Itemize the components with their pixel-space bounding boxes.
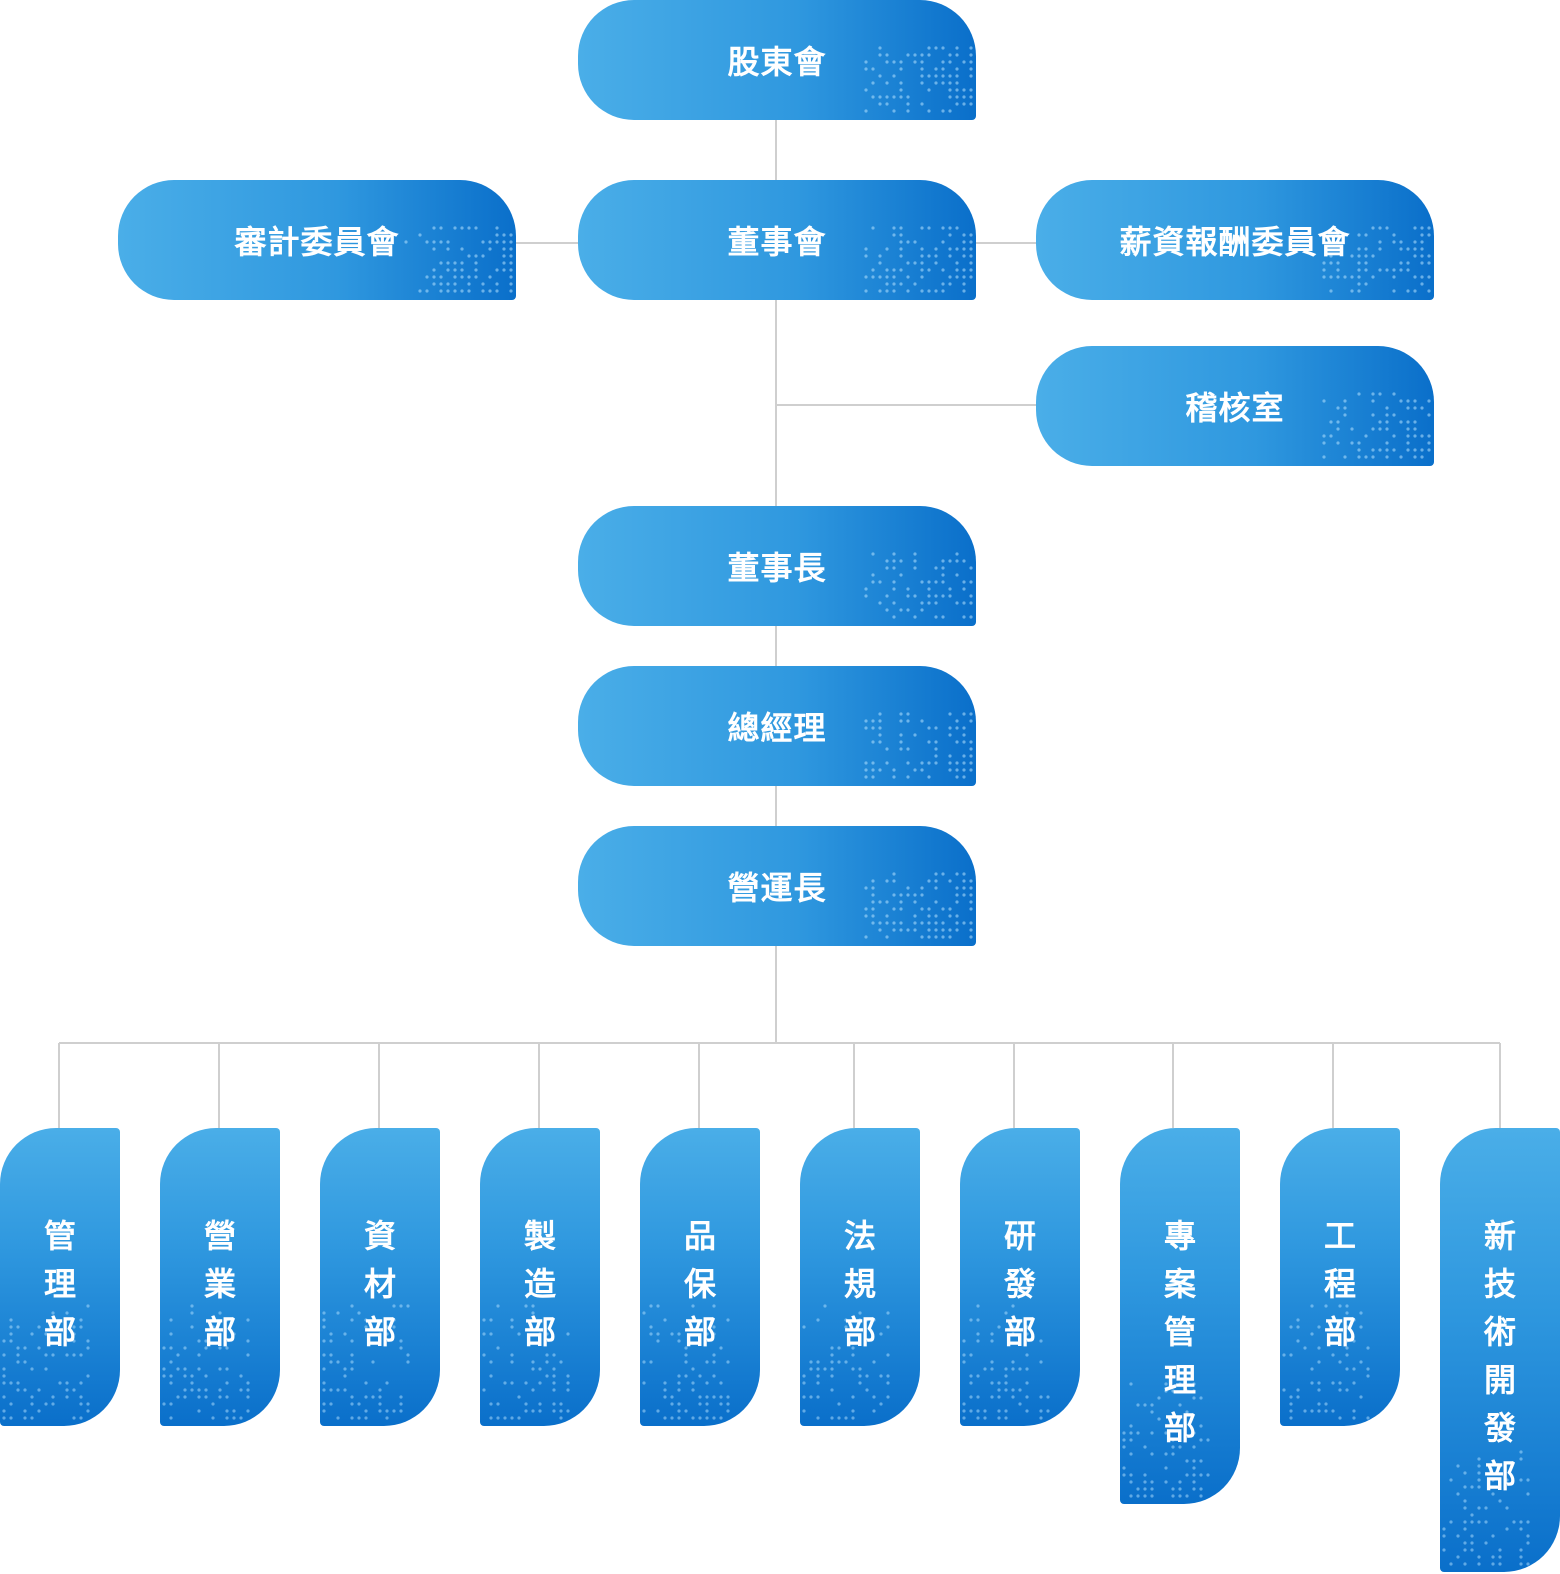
node-internal-audit: 稽核室 <box>1036 346 1434 466</box>
dept-label: 研發部 <box>1004 1217 1037 1351</box>
dept-rnd: 研發部 <box>960 1128 1080 1426</box>
node-chairman: 董事長 <box>578 506 976 626</box>
dept-label: 管理部 <box>44 1217 77 1351</box>
dept-label: 新技術開發部 <box>1484 1217 1517 1495</box>
dept-label: 營業部 <box>204 1217 237 1351</box>
node-coo: 營運長 <box>578 826 976 946</box>
dept-label: 製造部 <box>524 1217 557 1351</box>
dept-manufacturing: 製造部 <box>480 1128 600 1426</box>
dept-management: 管理部 <box>0 1128 120 1426</box>
node-label: 總經理 <box>727 709 827 747</box>
dept-label: 資材部 <box>364 1217 397 1351</box>
dept-quality-assurance: 品保部 <box>640 1128 760 1426</box>
node-remuneration-committee: 薪資報酬委員會 <box>1036 180 1434 300</box>
dept-new-tech-development: 新技術開發部 <box>1440 1128 1560 1572</box>
dept-label: 法規部 <box>844 1217 877 1351</box>
node-label: 薪資報酬委員會 <box>1119 223 1351 261</box>
dept-label: 工程部 <box>1324 1217 1357 1351</box>
dept-sales: 營業部 <box>160 1128 280 1426</box>
node-label: 稽核室 <box>1185 389 1285 427</box>
dept-label: 品保部 <box>684 1217 717 1351</box>
node-general-manager: 總經理 <box>578 666 976 786</box>
node-label: 董事會 <box>727 223 827 261</box>
node-label: 股東會 <box>727 43 827 81</box>
node-board: 董事會 <box>578 180 976 300</box>
dept-project-management: 專案管理部 <box>1120 1128 1240 1504</box>
node-label: 營運長 <box>727 869 827 907</box>
dept-regulatory: 法規部 <box>800 1128 920 1426</box>
node-shareholders: 股東會 <box>578 0 976 120</box>
dept-engineering: 工程部 <box>1280 1128 1400 1426</box>
dept-label: 專案管理部 <box>1164 1217 1197 1447</box>
dept-materials: 資材部 <box>320 1128 440 1426</box>
node-label: 審計委員會 <box>234 223 400 261</box>
node-audit-committee: 審計委員會 <box>118 180 516 300</box>
node-label: 董事長 <box>727 549 827 587</box>
